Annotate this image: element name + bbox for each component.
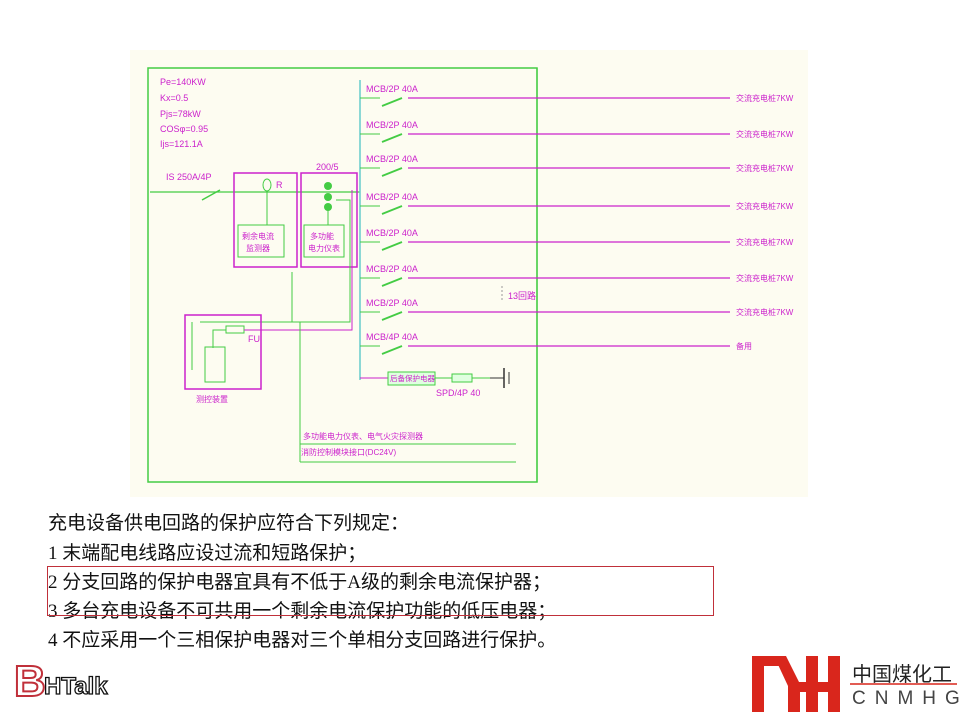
bhtalk-logo: B HTalk bbox=[13, 656, 144, 707]
svg-text:多功能: 多功能 bbox=[310, 231, 334, 241]
svg-text:Ijs=121.1A: Ijs=121.1A bbox=[160, 139, 203, 149]
svg-text:Pjs=78kW: Pjs=78kW bbox=[160, 109, 201, 119]
svg-text:Pe=140KW: Pe=140KW bbox=[160, 77, 206, 87]
breaker-icon bbox=[381, 97, 403, 107]
branch-circuit: MCB/2P 40A 交流充电桩7KW bbox=[360, 192, 794, 215]
ct-ratio: 200/5 bbox=[316, 162, 339, 172]
fuse-icon bbox=[225, 325, 245, 334]
load-label: 交流充电桩7KW bbox=[736, 129, 794, 139]
load-label: 交流充电桩7KW bbox=[736, 201, 794, 211]
breaker-icon bbox=[381, 277, 403, 287]
load-label: 交流充电桩7KW bbox=[736, 163, 794, 173]
branch-circuit: MCB/2P 40A 交流充电桩7KW bbox=[360, 154, 794, 177]
text-item-3: 3 多台充电设备不可共用一个剩余电流保护功能的低压电器； bbox=[48, 601, 557, 622]
svg-text:测控装置: 测控装置 bbox=[196, 394, 228, 404]
breaker-label: MCB/4P 40A bbox=[366, 332, 418, 342]
svg-text:Kx=0.5: Kx=0.5 bbox=[160, 93, 188, 103]
branch-circuit: MCB/2P 40A 交流充电桩7KW bbox=[360, 120, 794, 143]
main-switch-icon bbox=[201, 189, 221, 201]
breaker-label: MCB/2P 40A bbox=[366, 192, 418, 202]
main-switch-label: IS 250A/4P bbox=[166, 172, 212, 182]
svg-text:多功能电力仪表、电气火灾探测器: 多功能电力仪表、电气火灾探测器 bbox=[303, 431, 423, 441]
load-label: 备用 bbox=[736, 341, 752, 351]
branch-circuit: MCB/2P 40A 交流充电桩7KW bbox=[360, 264, 794, 287]
breaker-label: MCB/2P 40A bbox=[366, 84, 418, 94]
branch-circuit: MCB/2P 40A 交流充电桩7KW bbox=[360, 228, 794, 251]
branch-circuit: MCB/2P 40A 交流充电桩7KW bbox=[360, 84, 794, 107]
breaker-label: MCB/2P 40A bbox=[366, 120, 418, 130]
load-label: 交流充电桩7KW bbox=[736, 273, 794, 283]
cnmhg-logo: 中国煤化工 CNMHG bbox=[752, 656, 960, 712]
text-heading: 充电设备供电回路的保护应符合下列规定： bbox=[48, 513, 410, 534]
load-label: 交流充电桩7KW bbox=[736, 93, 794, 103]
breaker-icon bbox=[381, 167, 403, 177]
breaker-label: MCB/2P 40A bbox=[366, 264, 418, 274]
breaker-label: MCB/2P 40A bbox=[366, 154, 418, 164]
load-label: 交流充电桩7KW bbox=[736, 237, 794, 247]
svg-text:B: B bbox=[14, 657, 46, 702]
text-item-2: 2 分支回路的保护电器宜具有不低于A级的剩余电流保护器； bbox=[48, 572, 551, 593]
text-item-4: 4 不应采用一个三相保护电器对三个单相分支回路进行保护。 bbox=[48, 630, 557, 651]
svg-text:监测器: 监测器 bbox=[246, 243, 270, 253]
svg-text:COSφ=0.95: COSφ=0.95 bbox=[160, 124, 208, 134]
text-item-1: 1 末端配电线路应设过流和短路保护； bbox=[48, 543, 367, 564]
load-params: Pe=140KW Kx=0.5 Pjs=78kW COSφ=0.95 Ijs=1… bbox=[160, 77, 208, 149]
svg-text:R: R bbox=[276, 180, 283, 190]
svg-text:FU: FU bbox=[248, 334, 260, 344]
breaker-label: MCB/2P 40A bbox=[366, 298, 418, 308]
breaker-icon bbox=[381, 205, 403, 215]
branch-circuit: MCB/2P 40A 交流充电桩7KW bbox=[360, 298, 794, 321]
breaker-label: MCB/2P 40A bbox=[366, 228, 418, 238]
svg-text:剩余电流: 剩余电流 bbox=[242, 231, 274, 241]
highlight-box bbox=[47, 566, 714, 616]
wiring-diagram: Pe=140KW Kx=0.5 Pjs=78kW COSφ=0.95 Ijs=1… bbox=[130, 50, 808, 497]
loop-count: 13回路 bbox=[508, 290, 536, 301]
breaker-icon bbox=[381, 311, 403, 321]
breaker-icon bbox=[381, 241, 403, 251]
branch-circuit: MCB/4P 40A 备用 bbox=[360, 332, 752, 355]
svg-text:后备保护电器: 后备保护电器 bbox=[390, 373, 435, 383]
breaker-icon bbox=[381, 345, 403, 355]
svg-text:SPD/4P 40: SPD/4P 40 bbox=[436, 388, 480, 398]
breaker-icon bbox=[381, 133, 403, 143]
svg-text:消防控制模块接口(DC24V): 消防控制模块接口(DC24V) bbox=[301, 447, 396, 457]
svg-text:电力仪表: 电力仪表 bbox=[308, 243, 340, 253]
load-label: 交流充电桩7KW bbox=[736, 307, 794, 317]
svg-text:HTalk: HTalk bbox=[44, 673, 108, 700]
